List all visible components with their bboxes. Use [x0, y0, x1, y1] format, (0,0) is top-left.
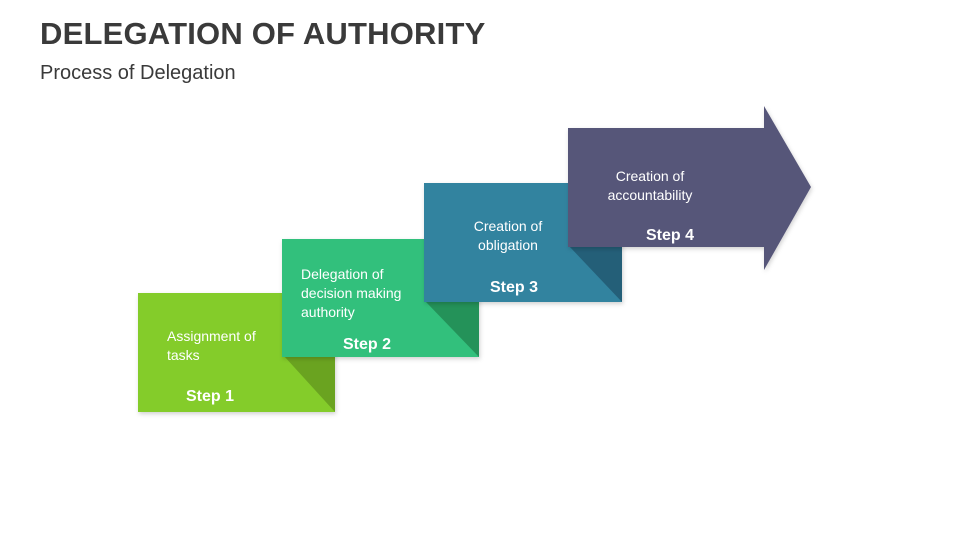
step-2-fold: [426, 302, 479, 357]
page-title: DELEGATION OF AUTHORITY: [40, 16, 486, 51]
step-3-description: Creation of obligation: [473, 218, 543, 253]
step-2-label: Step 2: [343, 336, 392, 353]
page-subtitle: Process of Delegation: [40, 62, 236, 84]
step-3-fold: [569, 246, 622, 302]
step-4-body: [568, 106, 811, 270]
step-1-fold: [284, 356, 335, 412]
step-2-description: Delegation of decision making authority: [301, 266, 402, 320]
step-1-description: Assignment of tasks: [167, 328, 256, 363]
step-4-label: Step 4: [646, 227, 695, 244]
step-4-arrow: [568, 106, 811, 270]
step-1-label: Step 1: [186, 388, 235, 405]
step-4-description: Creation of accountability: [607, 168, 693, 203]
step-3-label: Step 3: [490, 279, 539, 296]
